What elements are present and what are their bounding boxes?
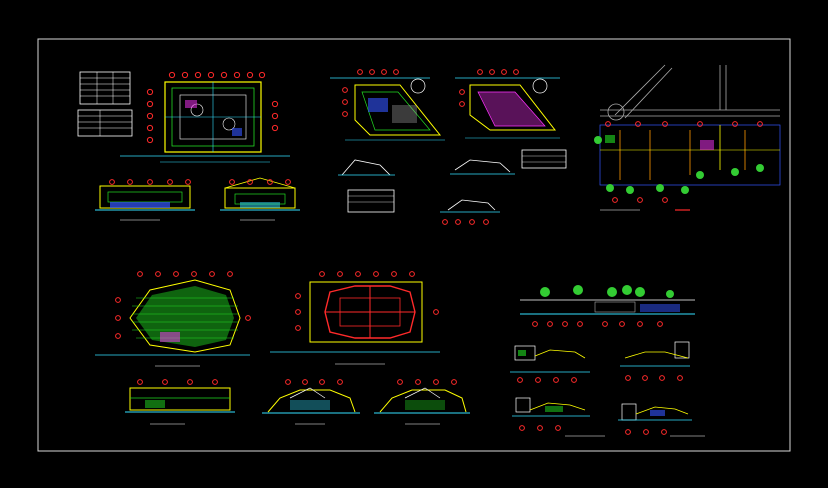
grid-markers-right-1 xyxy=(271,100,279,132)
structural-plan xyxy=(270,271,440,365)
north-circle xyxy=(410,78,426,94)
legend-table-2 xyxy=(77,109,133,137)
site-plan-a xyxy=(330,69,445,141)
landscape-section xyxy=(520,285,695,327)
elevation-1b xyxy=(220,177,300,221)
site-plan-b xyxy=(455,69,560,139)
roof-plan xyxy=(95,271,251,367)
grid-markers-top-1 xyxy=(168,71,266,79)
site-layout xyxy=(594,64,781,211)
sheet-frame xyxy=(37,38,791,452)
floor-plan-1 xyxy=(77,71,290,163)
elevation-1a xyxy=(95,179,195,221)
small-sections xyxy=(338,149,567,225)
tree-symbol-row xyxy=(540,285,674,298)
north-circle xyxy=(532,78,548,94)
tree-symbol-group xyxy=(594,136,764,194)
elevations-row xyxy=(125,379,470,425)
legend-table-1 xyxy=(79,71,131,105)
grid-markers-left-1 xyxy=(146,88,154,144)
detail-sections xyxy=(510,341,705,437)
